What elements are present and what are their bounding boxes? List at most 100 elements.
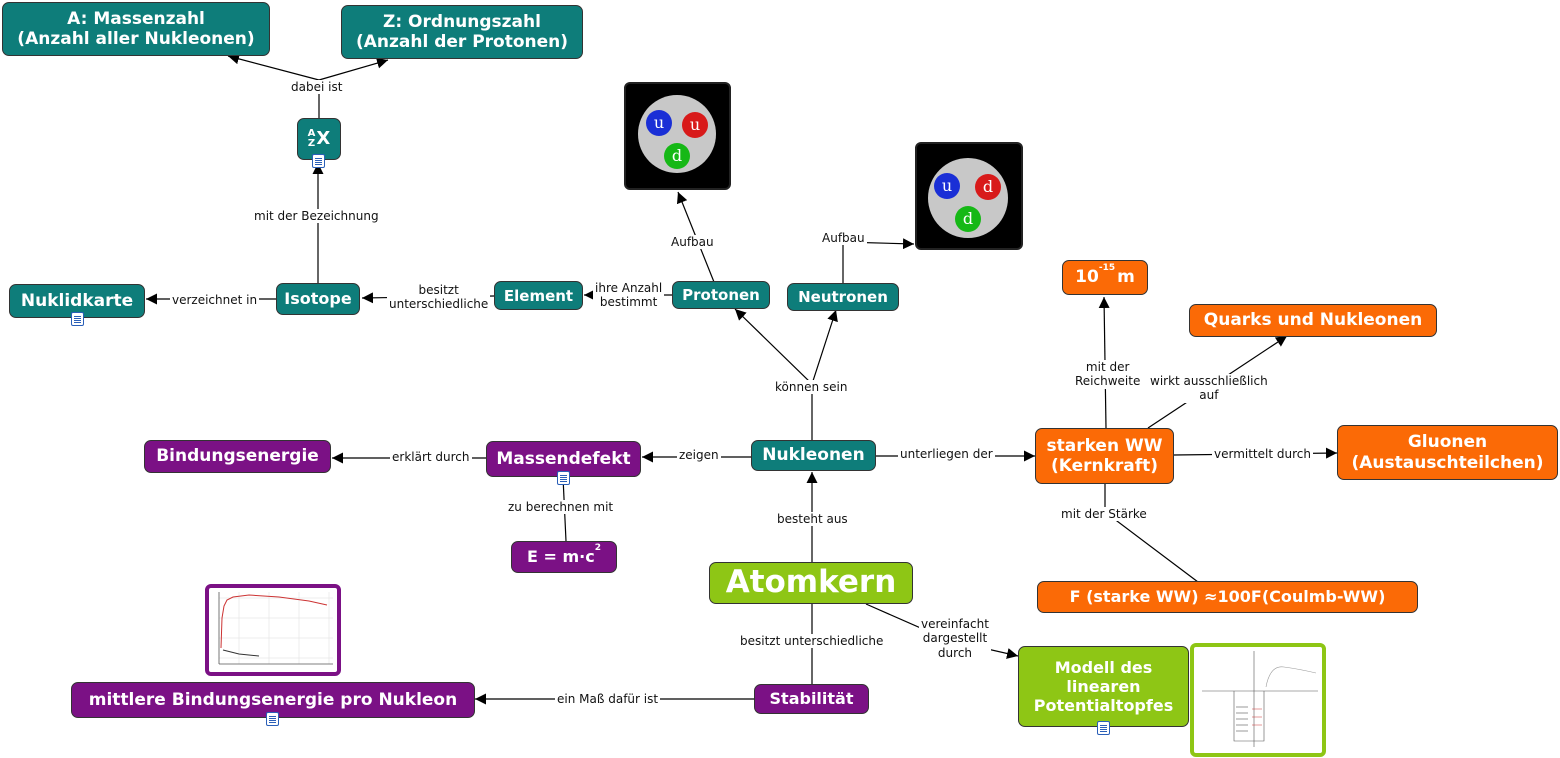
massenzahl-line1: A: Massenzahl <box>67 8 205 29</box>
label-line: ihre Anzahl <box>595 281 663 295</box>
formula-exponent: 2 <box>594 542 601 553</box>
link-label-besitzt-unterschiedliche-2: besitzt unterschiedliche <box>738 634 886 649</box>
label-line: durch <box>937 645 973 660</box>
massendefekt-node[interactable]: Massendefekt <box>486 441 641 477</box>
link-label-unterliegen-der: unterliegen der <box>898 447 995 462</box>
link-label-zeigen: zeigen <box>677 448 721 463</box>
nukleonen-label: Nukleonen <box>762 445 865 466</box>
link-label-besteht-aus: besteht aus <box>775 512 850 527</box>
link-label-ein-mass-dafuer-ist: ein Maß dafür ist <box>555 692 661 707</box>
atomkern-node[interactable]: Atomkern <box>709 562 913 604</box>
link-label-mit-der-reichweite: mit der Reichweite <box>1073 360 1143 389</box>
reichweite-base: 10 <box>1075 267 1099 288</box>
document-icon[interactable] <box>266 712 279 726</box>
nuclide-symbol-node[interactable]: A Z X <box>297 118 341 160</box>
potential-well-graphic <box>1202 651 1318 747</box>
link-label-vermittelt-durch: vermittelt durch <box>1212 447 1313 462</box>
starke-ww-line1: starken WW <box>1046 435 1163 456</box>
label-line: dargestellt <box>922 631 988 646</box>
ordnungszahl-node[interactable]: Z: Ordnungszahl (Anzahl der Protonen) <box>341 5 583 59</box>
link-label-erklaert-durch: erklärt durch <box>390 450 472 465</box>
protonen-label: Protonen <box>682 286 760 304</box>
label-line: besitzt <box>418 283 459 297</box>
link-label-dabei-ist: dabei ist <box>289 80 345 95</box>
label-line: wirkt ausschließlich <box>1150 374 1268 388</box>
ordnungszahl-line1: Z: Ordnungszahl <box>383 11 541 32</box>
link-label-mit-der-bezeichnung: mit der Bezeichnung <box>252 209 381 224</box>
gluonen-node[interactable]: Gluonen (Austauschteilchen) <box>1337 425 1558 480</box>
formula-text: E = m·c <box>527 547 595 567</box>
binding-energy-curve-image[interactable] <box>205 584 341 676</box>
label-line: bestimmt <box>599 295 658 310</box>
bindungsenergie-label: Bindungsenergie <box>156 446 319 467</box>
starke-ww-line2: (Kernkraft) <box>1050 456 1159 476</box>
nuklidkarte-label: Nuklidkarte <box>20 290 134 311</box>
mittlere-bindungsenergie-label: mittlere Bindungsenergie pro Nukleon <box>88 689 458 710</box>
binding-energy-curve-graphic <box>218 592 333 665</box>
potential-well-image[interactable] <box>1190 643 1326 757</box>
neutron-quark-up: u <box>934 173 960 199</box>
proton-quark-down: d <box>664 143 690 169</box>
proton-quark-image[interactable]: u u d <box>624 82 731 190</box>
symbol-atomic-number: Z <box>307 138 316 149</box>
link-label-aufbau-protonen: Aufbau <box>669 235 716 250</box>
gluonen-line2: (Austauschteilchen) <box>1351 452 1544 473</box>
link-label-zu-berechnen-mit: zu berechnen mit <box>506 500 616 515</box>
link-label-verzeichnet-in: verzeichnet in <box>170 293 260 308</box>
document-icon[interactable] <box>1097 721 1110 735</box>
label-line: vereinfacht <box>921 617 989 631</box>
link-label-besitzt-unterschiedliche: besitzt unterschiedliche <box>387 283 491 312</box>
link-label-koennen-sein: können sein <box>773 380 850 395</box>
potentialtopf-line1: Modell des <box>1054 657 1153 677</box>
proton-quark-up-1: u <box>646 110 672 136</box>
reichweite-exponent: -15 <box>1098 263 1116 274</box>
label-line: mit der <box>1085 360 1130 374</box>
ordnungszahl-line2: (Anzahl der Protonen) <box>355 32 569 52</box>
gluonen-line1: Gluonen <box>1407 432 1488 453</box>
staerke-node[interactable]: F (starke WW) ≈100F(Coulmb-WW) <box>1037 581 1418 613</box>
neutron-quark-down-2: d <box>955 206 981 232</box>
massendefekt-label: Massendefekt <box>496 448 631 469</box>
symbol-mass-number: A <box>307 128 316 139</box>
isotope-label: Isotope <box>284 289 352 309</box>
stabilitaet-node[interactable]: Stabilität <box>754 684 869 714</box>
atomkern-label: Atomkern <box>725 564 897 601</box>
quarks-nukleonen-label: Quarks und Nukleonen <box>1203 310 1423 331</box>
neutronen-node[interactable]: Neutronen <box>787 283 899 311</box>
reichweite-unit: m <box>1117 267 1135 288</box>
quarks-nukleonen-node[interactable]: Quarks und Nukleonen <box>1189 304 1437 337</box>
neutronen-label: Neutronen <box>798 288 888 306</box>
starke-ww-node[interactable]: starken WW (Kernkraft) <box>1035 428 1174 484</box>
document-icon[interactable] <box>71 312 84 326</box>
symbol-indices: A Z <box>308 129 316 149</box>
link-label-mit-der-staerke: mit der Stärke <box>1059 507 1149 522</box>
link-label-wirkt-ausschliesslich-auf: wirkt ausschließlich auf <box>1148 374 1270 403</box>
label-line: Reichweite <box>1075 374 1141 389</box>
stabilitaet-label: Stabilität <box>769 689 854 709</box>
nukleonen-node[interactable]: Nukleonen <box>751 440 876 471</box>
staerke-label: F (starke WW) ≈100F(Coulmb-WW) <box>1069 587 1386 607</box>
element-label: Element <box>503 286 574 305</box>
potentialtopf-line3: Potentialtopfes <box>1033 696 1174 716</box>
massenzahl-line2: (Anzahl aller Nukleonen) <box>17 29 255 49</box>
proton-quark-up-2: u <box>682 112 708 138</box>
link-label-aufbau-neutronen: Aufbau <box>820 231 867 246</box>
potentialtopf-node[interactable]: Modell des linearen Potentialtopfes <box>1018 646 1189 727</box>
neutron-quark-down-1: d <box>975 174 1001 200</box>
label-line: unterschiedliche <box>389 297 489 312</box>
document-icon[interactable] <box>557 471 570 485</box>
element-node[interactable]: Element <box>494 281 583 310</box>
protonen-node[interactable]: Protonen <box>672 281 770 309</box>
label-line: auf <box>1199 388 1219 403</box>
bindungsenergie-node[interactable]: Bindungsenergie <box>144 440 331 473</box>
massenzahl-node[interactable]: A: Massenzahl (Anzahl aller Nukleonen) <box>2 2 270 56</box>
neutron-quark-image[interactable]: u d d <box>915 142 1023 250</box>
document-icon[interactable] <box>312 154 325 168</box>
link-label-vereinfacht-dargestellt-durch: vereinfacht dargestellt durch <box>919 617 991 661</box>
symbol-letter: X <box>316 128 331 150</box>
link-label-ihre-anzahl-bestimmt: ihre Anzahl bestimmt <box>593 281 665 310</box>
potentialtopf-line2: linearen <box>1066 676 1141 696</box>
isotope-node[interactable]: Isotope <box>276 283 360 315</box>
